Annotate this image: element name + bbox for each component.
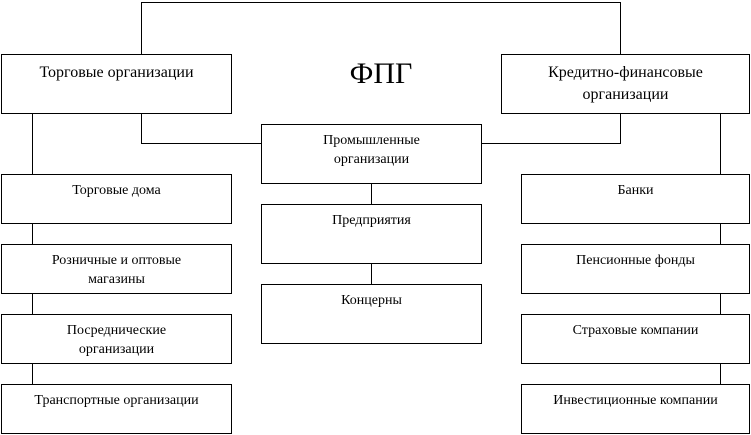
- industrial-item-label: Предприятия: [332, 213, 411, 228]
- industrial-item-box: Концерны: [261, 284, 482, 344]
- industrial-item-box: Предприятия: [261, 204, 482, 264]
- trade-item-box: Транспортные организации: [1, 384, 232, 434]
- trade-item-box: Торговые дома: [1, 174, 232, 224]
- trade-item-label: Торговые дома: [72, 183, 161, 198]
- finance-item-box: Страховые компании: [521, 314, 750, 364]
- finance-item-box: Пенсионные фонды: [521, 244, 750, 294]
- trade-item-label: Розничные и оптовые магазины: [51, 253, 182, 287]
- trade-item-label: Посреднические организации: [66, 323, 167, 357]
- finance-item-label: Страховые компании: [572, 323, 699, 338]
- trade-to-industrial-connector: [141, 114, 262, 144]
- top-connector: [141, 2, 621, 54]
- industrial-item-label: Концерны: [341, 293, 402, 308]
- finance-item-label: Инвестиционные компании: [553, 393, 718, 408]
- trade-header-label: Торговые организации: [39, 64, 194, 81]
- industrial-header-box: Промышленные организации: [261, 124, 482, 184]
- trade-item-label: Транспортные организации: [34, 393, 199, 408]
- finance-header-box: Кредитно-финансовые организации: [501, 54, 750, 114]
- trade-item-box: Посреднические организации: [1, 314, 232, 364]
- finance-item-label: Пенсионные фонды: [576, 253, 695, 268]
- finance-to-industrial-connector: [481, 114, 621, 144]
- finance-header-label: Кредитно-финансовые организации: [548, 64, 703, 103]
- finance-item-box: Инвестиционные компании: [521, 384, 750, 434]
- trade-header-box: Торговые организации: [1, 54, 232, 114]
- industrial-header-label: Промышленные организации: [323, 133, 420, 167]
- finance-item-box: Банки: [521, 174, 750, 224]
- finance-item-label: Банки: [617, 183, 654, 198]
- trade-item-box: Розничные и оптовые магазины: [1, 244, 232, 294]
- diagram-title: ФПГ: [349, 57, 413, 90]
